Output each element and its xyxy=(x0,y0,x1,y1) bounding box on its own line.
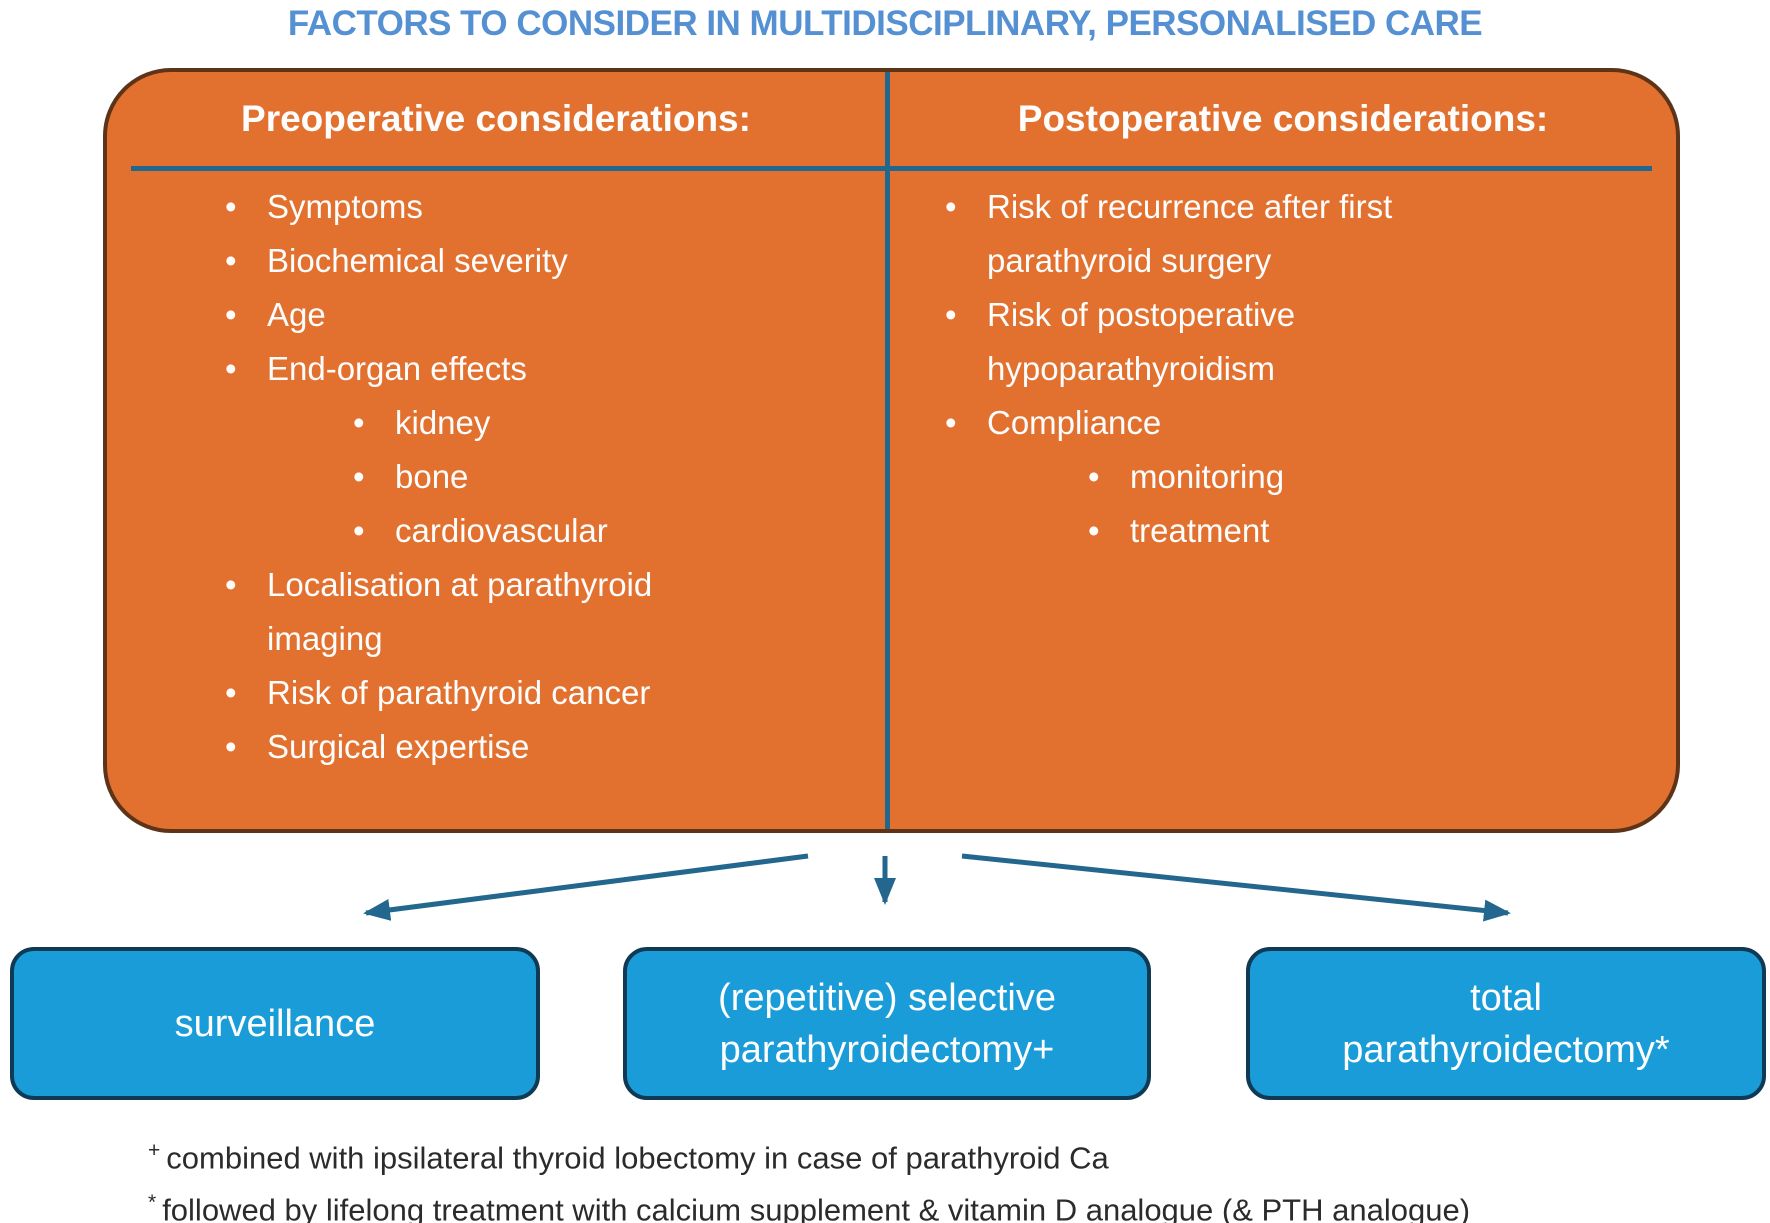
bullet-icon xyxy=(945,396,957,450)
list-item: monitoring xyxy=(1088,450,1656,504)
column-divider-line xyxy=(885,72,890,829)
preoperative-column: Preoperative considerations: Symptoms Bi… xyxy=(107,72,885,829)
postoperative-header: Postoperative considerations: xyxy=(1017,98,1549,139)
header-underline xyxy=(131,166,1652,171)
postoperative-column: Postoperative considerations: Risk of re… xyxy=(890,72,1676,829)
list-item: Biochemical severity xyxy=(225,234,879,288)
outcome-box-selective-parathyroidectomy: (repetitive) selective parathyroidectomy… xyxy=(623,947,1151,1100)
figure-title: FACTORS TO CONSIDER IN MULTIDISCIPLINARY… xyxy=(287,4,1483,43)
list-item: treatment xyxy=(1088,504,1656,558)
list-item-label: bone xyxy=(395,458,469,495)
list-item-label: Risk of postoperative hypoparathyroidism xyxy=(987,296,1296,387)
outcome-box-total-parathyroidectomy: total parathyroidectomy* xyxy=(1246,947,1766,1100)
list-item-label: Biochemical severity xyxy=(267,242,568,279)
list-item-label: Localisation at parathyroid imaging xyxy=(267,566,653,657)
bullet-icon xyxy=(353,450,365,504)
footnote-text: combined with ipsilateral thyroid lobect… xyxy=(166,1140,1109,1176)
list-item-label: kidney xyxy=(395,404,491,441)
bullet-icon xyxy=(353,504,365,558)
list-item-label: Risk of parathyroid cancer xyxy=(267,674,651,711)
bullet-icon xyxy=(1088,450,1100,504)
bullet-icon xyxy=(225,288,237,342)
preoperative-list: Symptoms Biochemical severity Age End-or… xyxy=(107,180,885,774)
list-item-label: cardiovascular xyxy=(395,512,608,549)
footnote: *followed by lifelong treatment with cal… xyxy=(148,1180,1748,1223)
bullet-icon xyxy=(225,558,237,612)
outcome-box-surveillance: surveillance xyxy=(10,947,540,1100)
bullet-icon xyxy=(225,342,237,396)
preoperative-header: Preoperative considerations: xyxy=(241,98,751,139)
outcome-label: (repetitive) selective parathyroidectomy… xyxy=(718,976,1056,1071)
list-item: Age xyxy=(225,288,879,342)
bullet-icon xyxy=(225,180,237,234)
list-item-label: End-organ effects xyxy=(267,350,527,387)
bullet-icon xyxy=(945,288,957,342)
arrow-right-icon xyxy=(961,853,1511,922)
bullet-icon xyxy=(1088,504,1100,558)
list-item-label: Age xyxy=(267,296,326,333)
list-item: bone xyxy=(353,450,879,504)
outcome-label: total parathyroidectomy* xyxy=(1342,976,1670,1071)
list-item-label: treatment xyxy=(1130,512,1270,549)
arrow-left-icon xyxy=(363,853,809,921)
list-item: kidney xyxy=(353,396,879,450)
list-item-label: Risk of recurrence after first parathyro… xyxy=(987,188,1393,279)
postoperative-list: Risk of recurrence after first parathyro… xyxy=(890,180,1676,558)
list-item-label: Compliance xyxy=(987,404,1162,441)
outcome-label: surveillance xyxy=(174,1002,376,1045)
list-item-label: Symptoms xyxy=(267,188,423,225)
bullet-icon xyxy=(225,666,237,720)
list-item: Symptoms xyxy=(225,180,879,234)
footnote-marker: * xyxy=(148,1191,157,1215)
list-item: Risk of recurrence after first parathyro… xyxy=(945,180,1656,288)
footnotes: +combined with ipsilateral thyroid lobec… xyxy=(148,1128,1748,1223)
list-item: End-organ effects xyxy=(225,342,879,396)
list-item-label: monitoring xyxy=(1130,458,1285,495)
list-item: Risk of postoperative hypoparathyroidism xyxy=(945,288,1656,396)
footnote-text: followed by lifelong treatment with calc… xyxy=(162,1192,1471,1223)
bullet-icon xyxy=(945,180,957,234)
footnote-marker: + xyxy=(148,1139,161,1162)
list-item: Localisation at parathyroid imaging xyxy=(225,558,879,666)
list-item-label: Surgical expertise xyxy=(267,728,530,765)
list-item: cardiovascular xyxy=(353,504,879,558)
footnote: +combined with ipsilateral thyroid lobec… xyxy=(148,1128,1748,1180)
list-item: Risk of parathyroid cancer xyxy=(225,666,879,720)
bullet-icon xyxy=(225,234,237,288)
list-item: Compliance xyxy=(945,396,1656,450)
considerations-panel: Preoperative considerations: Symptoms Bi… xyxy=(103,68,1680,833)
bullet-icon xyxy=(225,720,237,774)
list-item: Surgical expertise xyxy=(225,720,879,774)
bullet-icon xyxy=(353,396,365,450)
